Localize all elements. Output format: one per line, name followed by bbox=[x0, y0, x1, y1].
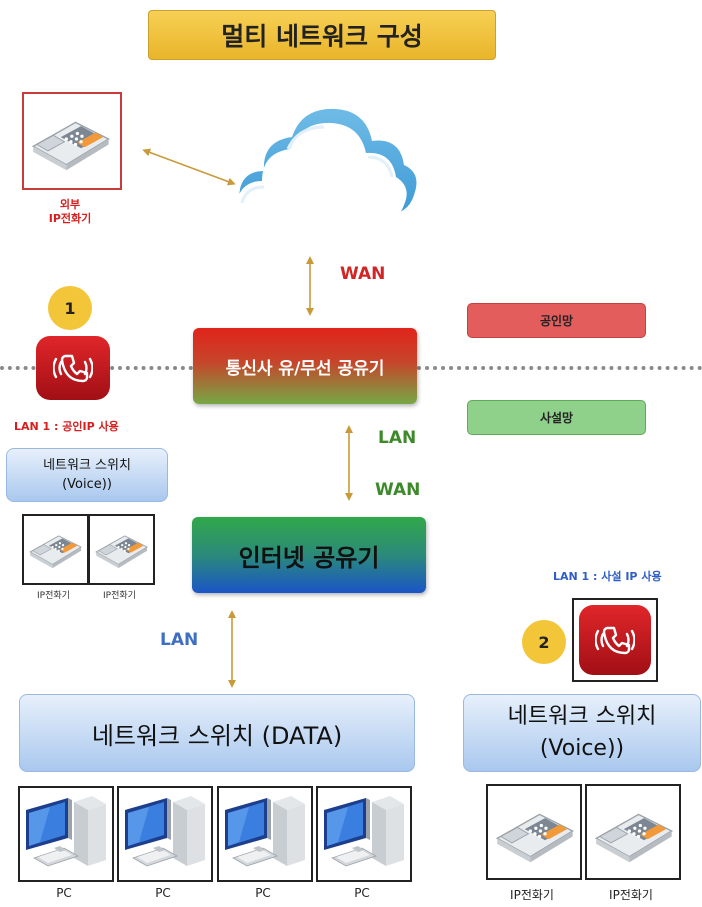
external-phone-frame bbox=[22, 92, 122, 190]
badge-1: 1 bbox=[48, 286, 92, 330]
right-lan-caption: LAN 1 : 사설 IP 사용 bbox=[553, 570, 662, 583]
right-phone-1-caption: IP전화기 bbox=[510, 888, 554, 902]
pc-3-caption: PC bbox=[255, 886, 271, 900]
external-link-arrow bbox=[142, 148, 236, 186]
desktop-pc-icon bbox=[318, 788, 410, 880]
left-lan-caption: LAN 1 : 공인IP 사용 bbox=[14, 420, 119, 433]
pc-2-frame bbox=[117, 786, 213, 882]
wan-label-top: WAN bbox=[340, 264, 386, 284]
wan-label-mid: WAN bbox=[375, 480, 421, 500]
external-phone-caption-2: IP전화기 bbox=[48, 212, 92, 225]
desktop-pc-icon bbox=[20, 788, 112, 880]
left-phone-1-frame bbox=[22, 514, 89, 585]
pc-4-frame bbox=[316, 786, 412, 882]
external-phone-caption-1: 외부 bbox=[59, 198, 81, 211]
legend-private: 사설망 bbox=[467, 400, 646, 435]
desk-phone-icon bbox=[29, 535, 82, 569]
desk-phone-icon bbox=[595, 813, 673, 863]
left-phone-2-frame bbox=[88, 514, 155, 585]
right-voice-switch: 네트워크 스위치 (Voice)) bbox=[463, 694, 701, 772]
legend-public: 공인망 bbox=[467, 303, 646, 338]
lan-label-bottom: LAN bbox=[160, 630, 199, 650]
right-phone-2-frame bbox=[585, 784, 681, 880]
right-phone-2-caption: IP전화기 bbox=[609, 888, 653, 902]
data-switch: 네트워크 스위치 (DATA) bbox=[19, 694, 415, 772]
desktop-pc-icon bbox=[219, 788, 311, 880]
pc-1-frame bbox=[18, 786, 114, 882]
telco-router-box: 통신사 유/무선 공유기 bbox=[193, 328, 417, 404]
left-voice-switch: 네트워크 스위치 (Voice)) bbox=[6, 448, 168, 502]
wan-link-arrow bbox=[306, 256, 314, 316]
desk-phone-icon bbox=[95, 535, 148, 569]
left-phone-1-caption: IP전화기 bbox=[37, 591, 70, 601]
diagram-title: 멀티 네트워크 구성 bbox=[148, 10, 496, 60]
phone-app-icon bbox=[36, 336, 110, 400]
badge-2: 2 bbox=[522, 620, 566, 664]
pc-2-caption: PC bbox=[155, 886, 171, 900]
right-app-frame bbox=[572, 598, 658, 682]
pc-3-frame bbox=[217, 786, 313, 882]
desk-phone-icon bbox=[32, 121, 110, 172]
desk-phone-icon bbox=[496, 813, 574, 863]
pc-4-caption: PC bbox=[354, 886, 370, 900]
cloud-icon bbox=[236, 108, 417, 223]
desktop-pc-icon bbox=[119, 788, 211, 880]
lan-wan-link-arrow bbox=[345, 425, 353, 501]
lan-link-arrow bbox=[228, 610, 236, 688]
right-phone-1-frame bbox=[486, 784, 582, 880]
lan-label-mid: LAN bbox=[378, 428, 417, 448]
phone-app-icon bbox=[579, 605, 651, 675]
internet-router-box: 인터넷 공유기 bbox=[192, 517, 426, 593]
left-phone-2-caption: IP전화기 bbox=[103, 591, 136, 601]
pc-1-caption: PC bbox=[56, 886, 72, 900]
boundary-line-right bbox=[417, 366, 702, 370]
